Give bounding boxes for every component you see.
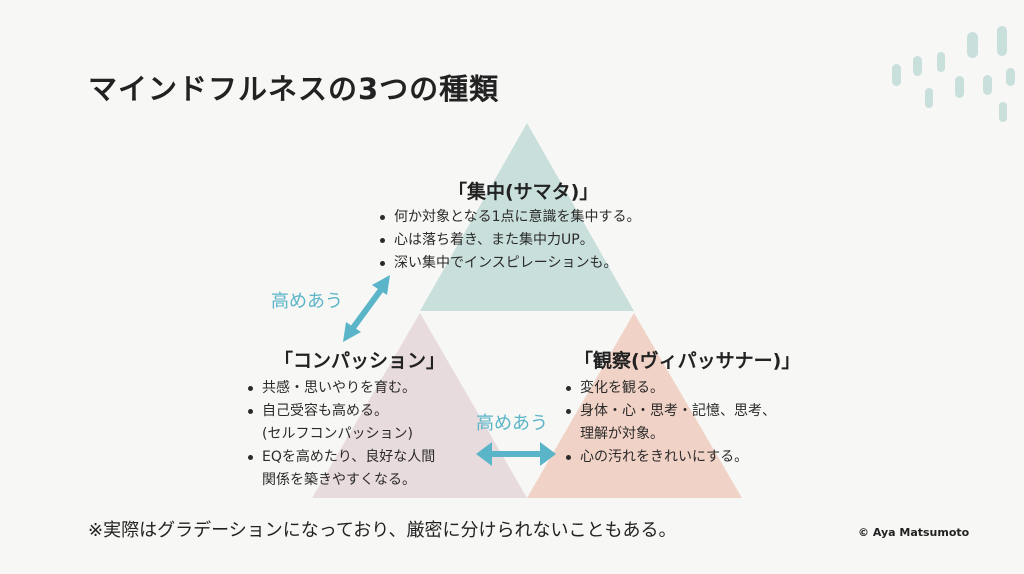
samatha-triangle	[420, 123, 634, 311]
horizontal-double-arrow-icon	[476, 442, 556, 466]
bullet-item: 何か対象となる1点に意識を集中する。	[378, 206, 641, 229]
brush-stroke-decoration	[892, 26, 1015, 122]
vipassana-triangle	[527, 313, 742, 498]
bullet-item: 心の汚れをきれいにする。	[564, 446, 776, 469]
vipassana-bullets: 変化を観る。 身体・心・思考・記憶、思考、 理解が対象。 心の汚れをきれいにする…	[564, 377, 776, 469]
bullet-item: 心は落ち着き、また集中力UP。	[378, 229, 641, 252]
page-title: マインドフルネスの3つの種類	[88, 72, 500, 106]
bullet-item: 深い集中でインスピレーションも。	[378, 252, 641, 275]
bullet-item: 自己受容も高める。	[246, 400, 435, 423]
bullet-item: EQを高めたり、良好な人間	[246, 446, 435, 469]
mutual-label-left: 高めあう	[271, 291, 343, 312]
footnote: ※実際はグラデーションになっており、厳密に分けられないこともある。	[88, 520, 677, 541]
bullet-item: 共感・思いやりを育む。	[246, 377, 435, 400]
compassion-triangle	[312, 313, 527, 498]
samatha-bullets: 何か対象となる1点に意識を集中する。 心は落ち着き、また集中力UP。 深い集中で…	[378, 206, 641, 275]
bullet-item: 身体・心・思考・記憶、思考、	[564, 400, 776, 423]
bullet-item: 変化を観る。	[564, 377, 776, 400]
vipassana-heading: 「観察(ヴィパッサナー)」	[574, 350, 801, 372]
mutual-label-bottom: 高めあう	[476, 413, 548, 434]
compassion-bullets: 共感・思いやりを育む。 自己受容も高める。 (セルフコンパッション) EQを高め…	[246, 377, 435, 492]
copyright: © Aya Matsumoto	[858, 526, 970, 539]
bullet-continuation: 理解が対象。	[580, 426, 664, 442]
bullet-continuation: (セルフコンパッション)	[262, 426, 413, 442]
bullet-continuation: 関係を築きやすくなる。	[262, 472, 416, 488]
samatha-heading: 「集中(サマタ)」	[448, 181, 599, 203]
compassion-heading: 「コンパッション」	[274, 350, 446, 372]
diagonal-double-arrow-icon	[343, 275, 390, 342]
